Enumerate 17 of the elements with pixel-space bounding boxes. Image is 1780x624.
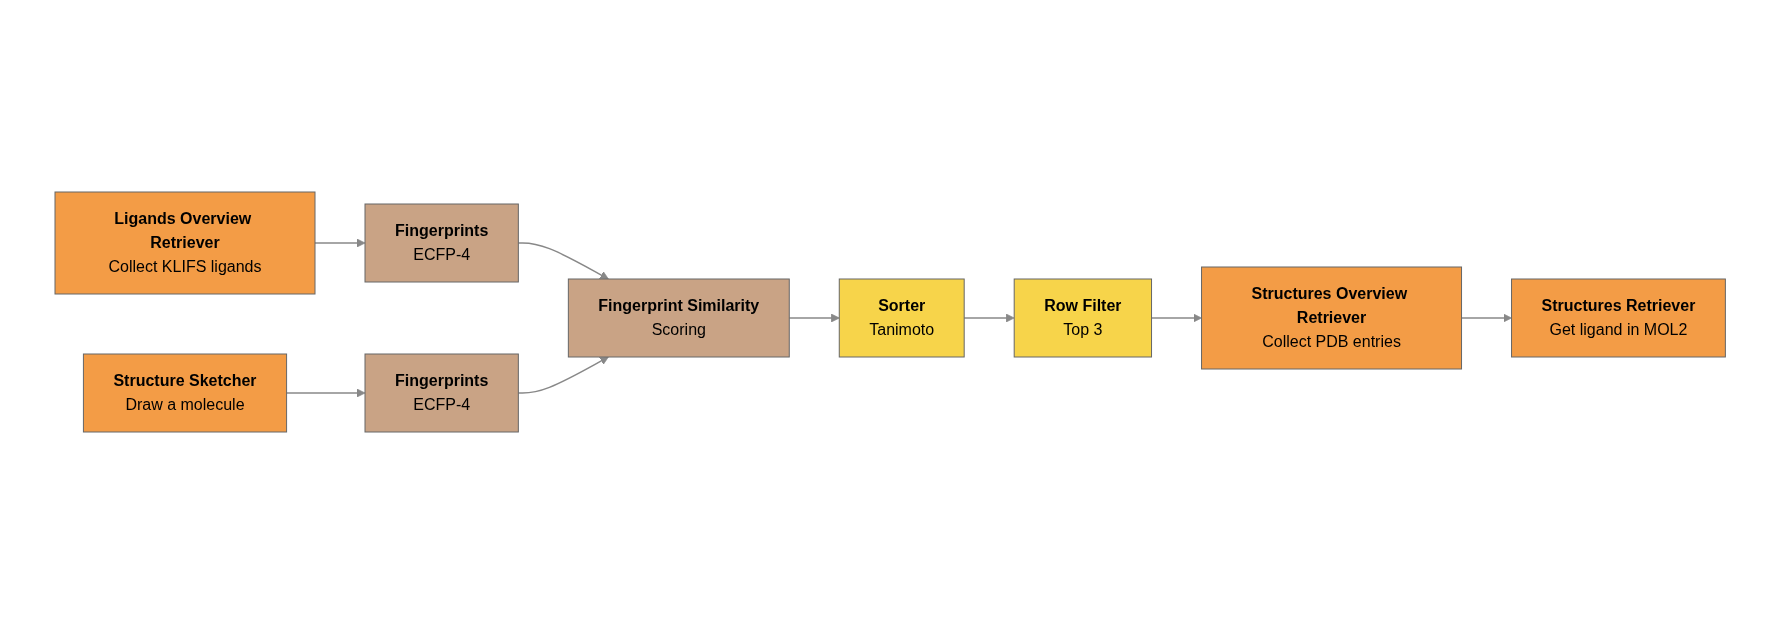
node-box: Fingerprint Similarity Scoring	[567, 278, 790, 358]
node-box: Structure Sketcher Draw a molecule	[82, 353, 287, 433]
node-box: Fingerprints ECFP-4	[364, 353, 519, 433]
arrow	[517, 242, 609, 280]
arrow	[285, 388, 366, 398]
node-box: Sorter Tanimoto	[838, 278, 965, 358]
arrow	[314, 238, 366, 248]
node-box: Ligands Overview Retriever Collect KLIFS ligands	[54, 191, 316, 295]
arrow	[1460, 313, 1512, 323]
arrow	[1150, 313, 1202, 323]
node-box: Structures Overview Retriever Collect PDB entries	[1200, 266, 1462, 370]
arrow	[517, 356, 609, 394]
node-box: Row Filter Top 3	[1013, 278, 1152, 358]
node-box: Fingerprints ECFP-4	[364, 203, 519, 283]
arrow	[963, 313, 1015, 323]
node-box: Structures Retriever Get ligand in MOL2	[1510, 278, 1726, 358]
arrow	[788, 313, 840, 323]
